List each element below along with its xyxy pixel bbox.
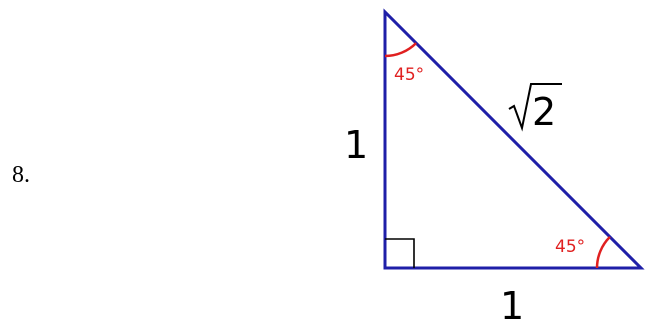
- right-angle-label: 45°: [555, 237, 585, 257]
- horizontal-side-label: 1: [500, 284, 524, 328]
- hypotenuse-label: 2: [508, 83, 562, 134]
- triangle-outline: [383, 8, 645, 270]
- right-angle-arc: [595, 236, 611, 269]
- radical-sign: [508, 83, 562, 132]
- problem-number: 8.: [12, 162, 30, 188]
- right-angle-marker: [385, 238, 415, 268]
- top-angle-label: 45°: [394, 65, 424, 85]
- hypotenuse-radicand: 2: [532, 90, 556, 134]
- vertical-side-label: 1: [344, 123, 368, 167]
- top-angle-arc: [384, 42, 417, 58]
